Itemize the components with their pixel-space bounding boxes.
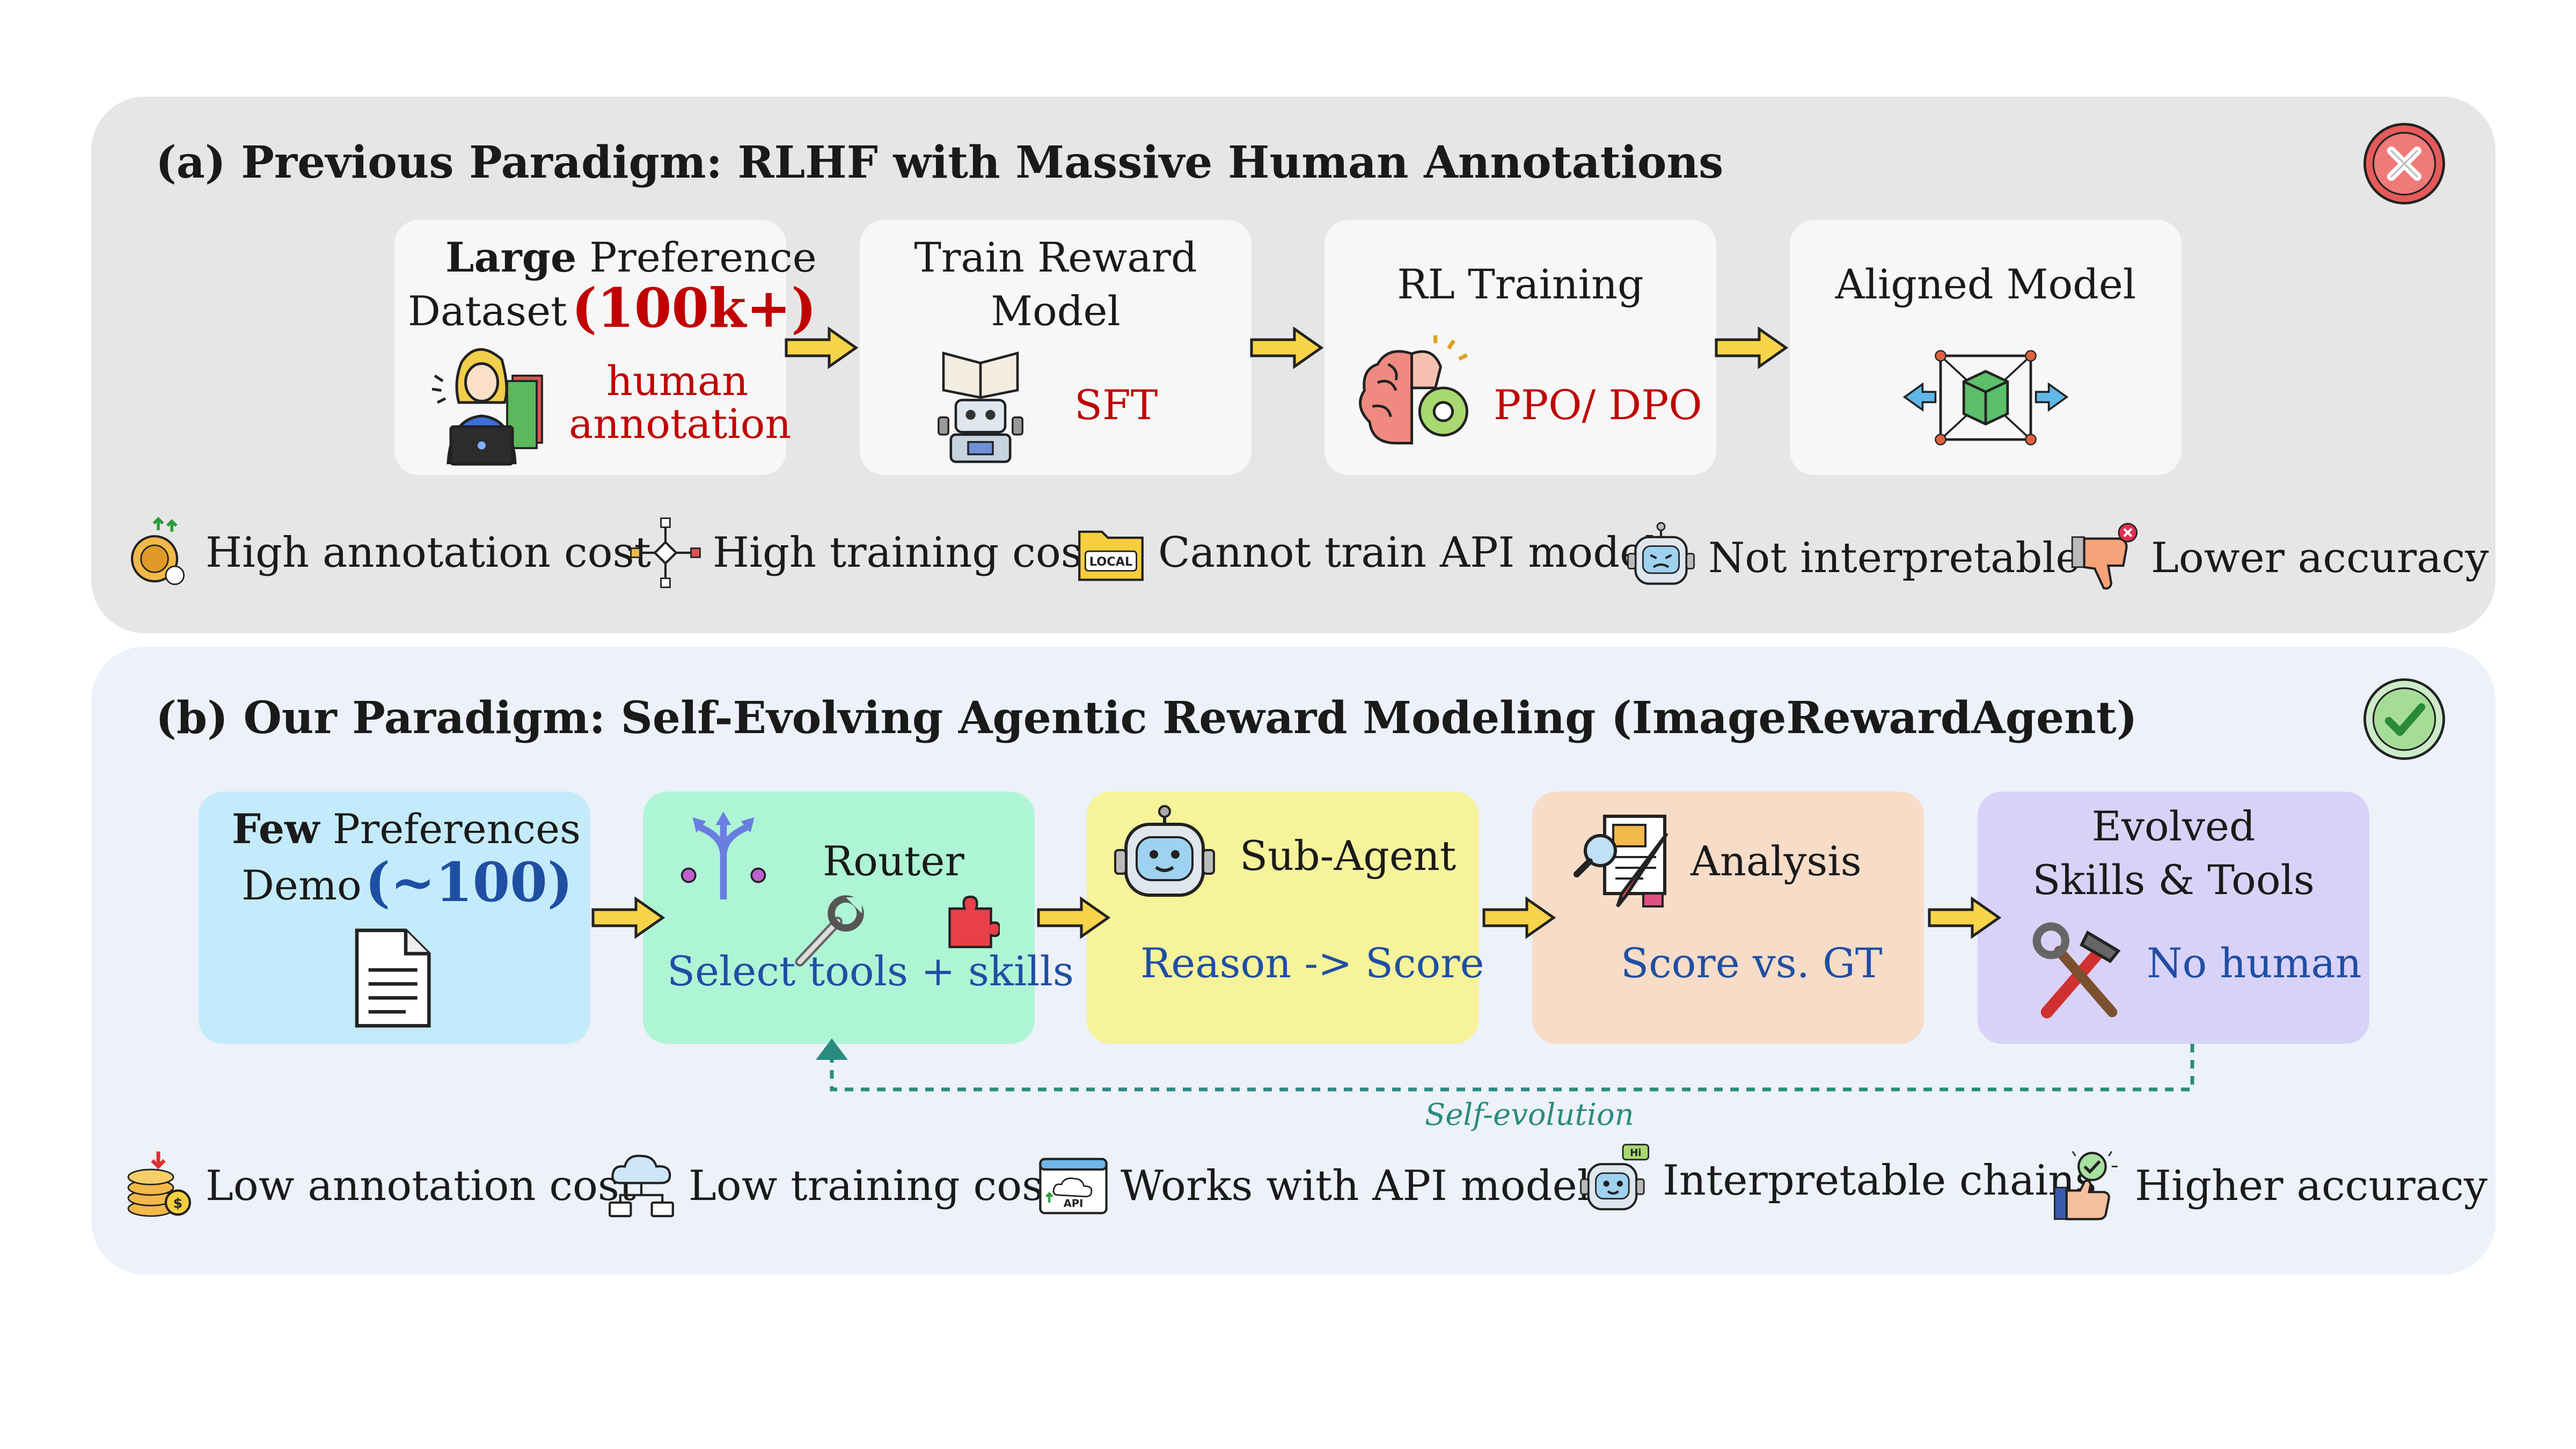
property-higher-accuracy: Higher accuracy xyxy=(2050,1148,2487,1224)
subagent-title: Sub-Agent xyxy=(1240,832,1457,880)
svg-text:Hi: Hi xyxy=(1630,1147,1641,1159)
arrow-right-icon xyxy=(1927,896,2002,939)
document-icon xyxy=(343,926,440,1030)
property-label: Works with API models xyxy=(1121,1162,1612,1210)
dataset-bold: Large xyxy=(445,233,577,281)
thumbs-up-check-icon xyxy=(2050,1148,2125,1224)
analysis-subtitle: Score vs. GT xyxy=(1621,939,1883,987)
coin-up-icon xyxy=(121,515,196,590)
panel-previous-paradigm: (a) Previous Paradigm: RLHF with Massive… xyxy=(91,97,2496,633)
dataset-count: (100k+) xyxy=(572,276,817,340)
dataset-note1: human xyxy=(606,357,749,405)
property-low-training-cost: Low training cost xyxy=(604,1148,1060,1224)
step-few-preferences-demo: Few Preferences Demo (~100) xyxy=(199,792,590,1044)
property-lower-accuracy: Lower accuracy xyxy=(2066,521,2489,596)
reward-line1: Train Reward xyxy=(914,233,1197,281)
property-not-interpretable: Not interpretable xyxy=(1623,521,2081,596)
step-sub-agent: Sub-Agent Reason -> Score xyxy=(1087,792,1484,1044)
puzzle-piece-icon xyxy=(941,891,1000,950)
panel-a-title: (a) Previous Paradigm: RLHF with Massive… xyxy=(156,137,1724,188)
wrench-icon xyxy=(788,891,868,971)
api-window-icon: API xyxy=(1036,1148,1111,1224)
property-low-annotation-cost: $ Low annotation cost xyxy=(121,1148,636,1224)
arrow-right-icon xyxy=(590,896,665,939)
arrow-right-icon xyxy=(1481,896,1556,939)
demo-bold: Few xyxy=(232,805,320,853)
coin-down-icon: $ xyxy=(121,1148,196,1224)
router-subtitle: Select tools + skills xyxy=(667,947,1074,995)
self-evolution-label: Self-evolution xyxy=(1425,1097,1634,1132)
robot-face-icon xyxy=(1111,805,1218,907)
step-analysis: Analysis Score vs. GT xyxy=(1532,792,1924,1044)
property-label: Cannot train API models xyxy=(1158,529,1680,577)
demo-line2: Demo xyxy=(241,861,362,909)
hi-robot-icon: Hi xyxy=(1578,1143,1653,1218)
routing-arrows-icon xyxy=(675,808,772,904)
panel-b-title: (b) Our Paradigm: Self-Evolving Agentic … xyxy=(156,692,2138,744)
local-folder-icon: LOCAL xyxy=(1073,515,1148,590)
router-title: Router xyxy=(823,837,964,885)
step-large-dataset: Large Preference Dataset (100k+) human a… xyxy=(394,220,817,475)
svg-text:LOCAL: LOCAL xyxy=(1089,555,1133,569)
property-label: Interpretable chains xyxy=(1663,1157,2097,1205)
step-train-reward-model: Train Reward Model SFT xyxy=(860,220,1252,475)
step-router: Router Select tools + skills xyxy=(643,792,1074,1044)
arrow-right-icon xyxy=(784,326,859,369)
property-cannot-train-api: LOCAL Cannot train API models xyxy=(1073,515,1679,590)
evolved-line2: Skills & Tools xyxy=(2032,856,2315,904)
arrow-right-icon xyxy=(1249,326,1324,369)
panel-our-paradigm: (b) Our Paradigm: Self-Evolving Agentic … xyxy=(91,647,2496,1275)
demo-line1: Preferences xyxy=(319,805,581,853)
property-high-annotation-cost: High annotation cost xyxy=(121,515,651,590)
subagent-subtitle: Reason -> Score xyxy=(1140,939,1484,987)
demo-count: (~100) xyxy=(365,851,573,914)
analysis-title: Analysis xyxy=(1690,837,1862,885)
property-works-with-api: API Works with API models xyxy=(1036,1148,1612,1224)
x-mark-icon xyxy=(2361,121,2447,207)
step-rl-training: RL Training PPO/ DPO xyxy=(1324,220,1716,475)
property-label: Low annotation cost xyxy=(206,1162,636,1210)
property-high-training-cost: High training cost xyxy=(628,515,1099,590)
thumbs-down-icon xyxy=(2066,521,2141,596)
arrow-right-icon xyxy=(1036,896,1111,939)
property-label: Lower accuracy xyxy=(2151,534,2489,582)
cube-network-icon xyxy=(1900,330,2072,459)
sad-robot-icon xyxy=(1623,521,1699,596)
aligned-line1: Aligned Model xyxy=(1835,260,2136,308)
svg-text:API: API xyxy=(1064,1197,1084,1210)
property-interpretable-chains: Hi Interpretable chains xyxy=(1578,1143,2097,1218)
network-nodes-icon xyxy=(628,515,703,590)
rl-method: PPO/ DPO xyxy=(1494,381,1702,429)
dataset-note2: annotation xyxy=(569,400,792,448)
property-label: High annotation cost xyxy=(206,529,652,577)
check-mark-icon xyxy=(2361,676,2447,762)
svg-text:$: $ xyxy=(173,1196,183,1211)
arrow-right-icon xyxy=(1714,326,1789,369)
property-label: High training cost xyxy=(713,529,1100,577)
reward-line2: Model xyxy=(991,287,1121,335)
reward-method: SFT xyxy=(1074,381,1158,429)
cloud-network-icon xyxy=(604,1148,679,1224)
analysis-pencil-icon xyxy=(1572,808,1680,915)
tools-icon xyxy=(2029,920,2131,1022)
brain-gear-icon xyxy=(1349,330,1480,462)
property-label: Higher accuracy xyxy=(2135,1162,2488,1210)
robot-reading-icon xyxy=(930,341,1031,464)
dataset-line1: Preference xyxy=(576,233,817,281)
property-label: Not interpretable xyxy=(1708,534,2081,582)
rl-line1: RL Training xyxy=(1397,260,1644,308)
evolved-subtitle: No human xyxy=(2147,939,2362,987)
property-label: Low training cost xyxy=(689,1162,1060,1210)
dataset-line2: Dataset xyxy=(408,287,567,335)
annotator-icon xyxy=(416,335,561,470)
step-aligned-model: Aligned Model xyxy=(1790,220,2182,475)
step-evolved-skills-tools: Evolved Skills & Tools No human xyxy=(1978,792,2369,1044)
evolved-line1: Evolved xyxy=(2091,802,2256,850)
